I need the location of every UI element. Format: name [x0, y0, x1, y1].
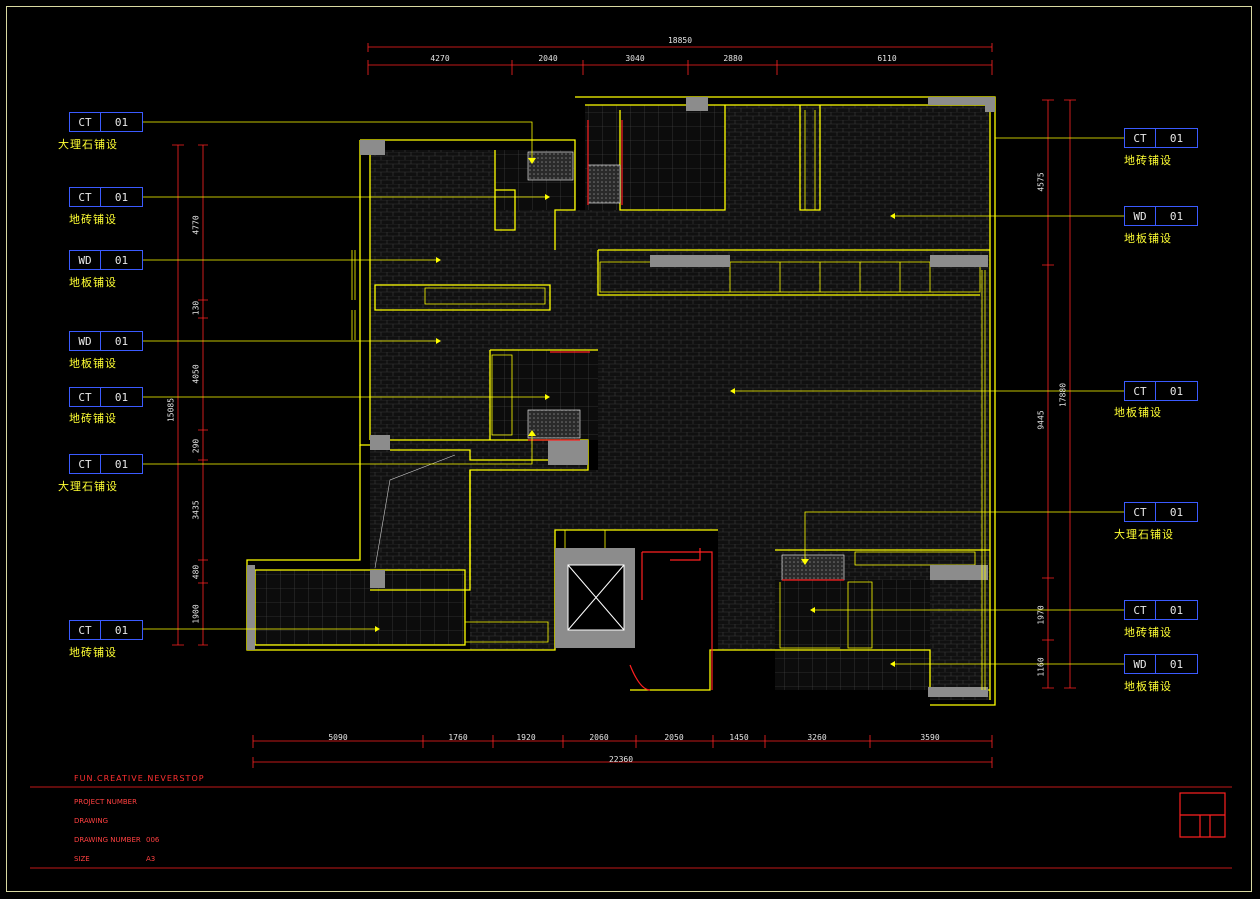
callout-label: 地板铺设	[69, 357, 117, 370]
callout-code: CT	[70, 455, 101, 473]
dim-bottom-7: 3260	[807, 733, 827, 742]
built-in-hatch	[527, 151, 845, 581]
red-markings	[528, 120, 844, 691]
callout-number: 01	[1169, 505, 1184, 519]
title-block-row-value: 006	[146, 836, 160, 844]
dim-left-total: 15085	[166, 397, 176, 423]
callout-label: 地板铺设	[1124, 232, 1172, 245]
dimension-lines	[172, 43, 1076, 768]
corridor-diagonal	[374, 454, 456, 569]
dim-right-1: 4575	[1036, 172, 1046, 192]
callout-code: WD	[70, 251, 101, 269]
dim-bottom-total: 22360	[608, 755, 634, 764]
dim-left-1: 4770	[191, 215, 201, 235]
dim-right-total: 17880	[1058, 382, 1068, 408]
callout-number: 01	[114, 623, 129, 637]
leader-arrows	[375, 158, 895, 667]
dim-right-4: 1160	[1036, 657, 1046, 677]
dim-top-3: 3040	[625, 54, 645, 63]
dim-bottom-4: 2060	[589, 733, 609, 742]
callout-number: 01	[114, 334, 129, 348]
company-logo	[1179, 792, 1226, 838]
dim-bottom-2: 1760	[448, 733, 468, 742]
title-block-row-label: DRAWING NUMBER	[74, 836, 141, 844]
callout-code: CT	[70, 113, 101, 131]
callout-code: CT	[1125, 601, 1156, 619]
dim-left-5: 3435	[191, 500, 201, 520]
callout-label: 地砖铺设	[69, 412, 117, 425]
dim-top-4: 2880	[723, 54, 743, 63]
title-block-row-label: DRAWING	[74, 817, 109, 825]
callout-code: CT	[70, 621, 101, 639]
callout-number: 01	[1169, 209, 1184, 223]
callout-label: 大理石铺设	[58, 138, 118, 151]
callout-code: CT	[70, 188, 101, 206]
dim-top-total: 18850	[667, 36, 693, 45]
dim-top-5: 6110	[877, 54, 897, 63]
dim-bottom-6: 1450	[729, 733, 749, 742]
callout-code: WD	[1125, 655, 1156, 673]
title-block-row-label: PROJECT NUMBER	[74, 798, 137, 806]
dim-left-4: 290	[191, 438, 201, 454]
callout-label: 地砖铺设	[1124, 154, 1172, 167]
dim-bottom-1: 5090	[328, 733, 348, 742]
title-block-row-label: SIZE	[74, 855, 90, 863]
callout-number: 01	[1169, 131, 1184, 145]
title-block-lines	[30, 786, 1232, 869]
callout-label: 地砖铺设	[69, 646, 117, 659]
callout-label: 地砖铺设	[1124, 626, 1172, 639]
dim-right-3: 1970	[1036, 605, 1046, 625]
callout-number: 01	[114, 253, 129, 267]
callout-label: 地板铺设	[1124, 680, 1172, 693]
callout-label: 大理石铺设	[58, 480, 118, 493]
callout-code: CT	[1125, 129, 1156, 147]
dim-left-2: 130	[191, 300, 201, 316]
callout-number: 01	[114, 390, 129, 404]
callout-label: 地板铺设	[1114, 406, 1162, 419]
callout-code: WD	[70, 332, 101, 350]
callout-number: 01	[1169, 384, 1184, 398]
dim-left-6: 480	[191, 564, 201, 580]
callout-label: 地板铺设	[69, 276, 117, 289]
callout-label: 大理石铺设	[1114, 528, 1174, 541]
title-block-brand: FUN.CREATIVE.NEVERSTOP	[74, 774, 205, 783]
leader-lines	[143, 121, 1125, 665]
dim-bottom-3: 1920	[516, 733, 536, 742]
callout-code: WD	[1125, 207, 1156, 225]
dim-top-2: 2040	[538, 54, 558, 63]
title-block-row-value: A3	[146, 855, 156, 863]
callout-code: CT	[70, 388, 101, 406]
callout-number: 01	[114, 115, 129, 129]
callout-code: CT	[1125, 503, 1156, 521]
callout-number: 01	[114, 457, 129, 471]
elevator-shaft	[567, 564, 625, 631]
dim-bottom-5: 2050	[664, 733, 684, 742]
windows	[351, 250, 986, 690]
callout-number: 01	[1169, 657, 1184, 671]
dim-left-3: 4050	[191, 364, 201, 384]
dim-top-1: 4270	[430, 54, 450, 63]
dim-left-7: 1900	[191, 604, 201, 624]
dim-right-2: 9445	[1036, 410, 1046, 430]
dim-bottom-8: 3590	[920, 733, 940, 742]
callout-number: 01	[114, 190, 129, 204]
callout-label: 地砖铺设	[69, 213, 117, 226]
callout-code: CT	[1125, 382, 1156, 400]
callout-number: 01	[1169, 603, 1184, 617]
